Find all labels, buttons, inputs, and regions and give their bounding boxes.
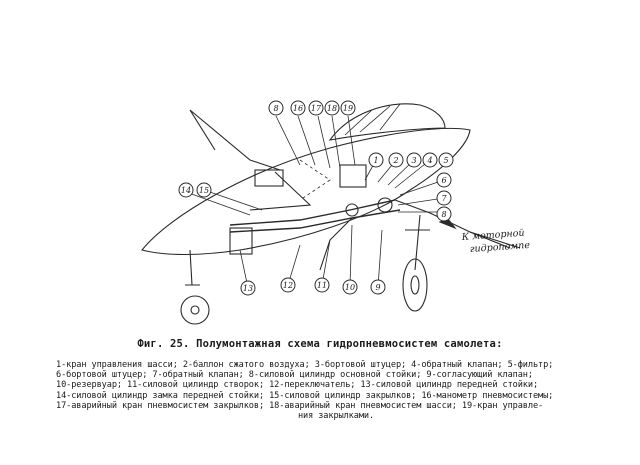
- callout-label-5: 5: [443, 156, 448, 165]
- canopy-outline: [328, 103, 446, 141]
- aircraft-hydraulic-diagram: 8 16 17 18 19 1 2 3 4 5 6 7 8 14 15 13 1…: [141, 100, 531, 325]
- legend-line: 10-резервуар; 11-силовой цилиндр створок…: [56, 380, 539, 391]
- callout-label-16: 16: [293, 104, 303, 113]
- callout-6: [436, 172, 452, 188]
- nose-wheel: [180, 295, 210, 325]
- callout-16: [290, 100, 306, 116]
- legend-line: ния закрылками.: [297, 411, 375, 422]
- callout-label-6: 6: [441, 176, 446, 185]
- callout-label-19: 19: [343, 104, 353, 113]
- callout-19: [340, 100, 356, 116]
- callout-2: [388, 152, 404, 168]
- callout-label-10: 10: [345, 283, 355, 292]
- callout-label-8b: 8: [441, 210, 446, 219]
- callout-18: [324, 100, 340, 116]
- callout-17: [308, 100, 324, 116]
- callout-label-12: 12: [283, 281, 293, 290]
- callout-10: [342, 279, 358, 295]
- legend-line: 14-силовой цилиндр замка передней стойки…: [56, 390, 554, 401]
- callout-label-15: 15: [199, 186, 209, 195]
- callout-label-1: 1: [373, 156, 378, 165]
- legend-line: 17-аварийный кран пневмосистем закрылков…: [56, 400, 544, 411]
- wing-outline: [189, 109, 281, 171]
- callout-15: [196, 182, 212, 198]
- callout-label-17: 17: [311, 104, 322, 113]
- legend-line: 6-бортовой штуцер; 7-обратный клапан; 8-…: [56, 370, 533, 381]
- callout-11: [314, 277, 330, 293]
- component-box-b: [339, 164, 367, 188]
- legend-line: 1-кран управления шасси; 2-баллон сжатог…: [56, 360, 554, 370]
- callout-4: [422, 152, 438, 168]
- callout-12: [280, 277, 296, 293]
- callout-circles: [178, 100, 454, 296]
- pump-annotation-line1: К моторной: [460, 228, 524, 243]
- callout-14: [178, 182, 194, 198]
- callout-label-3: 3: [411, 156, 416, 165]
- callout-label-11: 11: [317, 281, 327, 290]
- callout-8b: [436, 206, 452, 222]
- callout-label-18: 18: [327, 104, 337, 113]
- callout-7: [436, 190, 452, 206]
- component-box-a: [254, 169, 284, 187]
- callout-label-4: 4: [426, 156, 432, 165]
- figure-caption: Фиг. 25. Полумонтажная схема гидропневмо…: [137, 338, 503, 350]
- callout-label-2: 2: [392, 156, 398, 165]
- callout-label-13: 13: [243, 284, 253, 293]
- callout-8: [268, 100, 284, 116]
- callout-9: [370, 279, 386, 295]
- main-wheel: [402, 258, 428, 312]
- pump-annotation-line2: гидропомпе: [469, 240, 530, 255]
- callout-label-8: 8: [273, 104, 278, 113]
- callout-13: [240, 280, 256, 296]
- callout-label-14: 14: [181, 186, 191, 195]
- fuselage-outline: [141, 127, 471, 256]
- callout-3: [406, 152, 422, 168]
- callout-1: [368, 152, 384, 168]
- figure-legend: 1-кран управления шасси; 2-баллон сжатог…: [56, 360, 616, 421]
- callout-label-7: 7: [441, 194, 447, 203]
- callout-label-9: 9: [375, 283, 380, 292]
- callout-5: [438, 152, 454, 168]
